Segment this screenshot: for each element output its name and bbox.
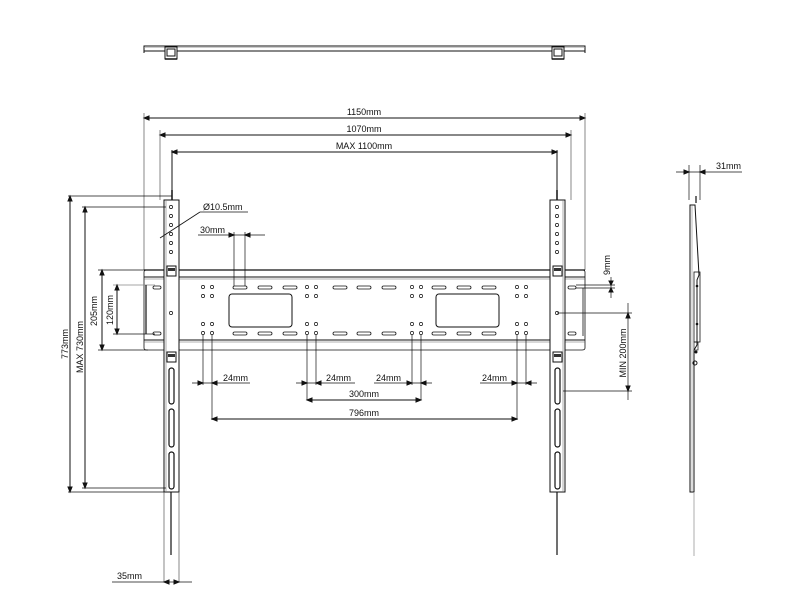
label-max-width: MAX 1100mm — [336, 141, 392, 151]
label-gap-right: 24mm — [482, 373, 507, 383]
label-vesa-vertical: 120mm — [105, 295, 115, 325]
dimension-max-height: MAX 730mm — [75, 205, 166, 490]
dimension-plate-height: 205mm — [89, 268, 148, 352]
dimension-top-offset: 9mm — [576, 255, 615, 298]
label-overall-width: 1150mm — [347, 107, 381, 117]
label-gap-left: 24mm — [223, 373, 248, 383]
top-view — [143, 45, 586, 60]
dimension-center-span: 300mm — [305, 389, 423, 403]
label-outer-span: 796mm — [349, 408, 379, 418]
dimension-total-height: 773mm — [60, 194, 172, 494]
side-view: 31mm — [676, 161, 742, 556]
right-mounting-arm — [549, 190, 566, 555]
dimension-gap-center-right: 24mm — [374, 373, 432, 386]
dimension-hole-diameter: Ø10.5mm — [159, 202, 248, 239]
label-arm-spacing: 1070mm — [346, 124, 381, 134]
dimension-gap-left: 24mm — [192, 373, 250, 386]
label-plate-height: 205mm — [89, 296, 99, 326]
label-center-span: 300mm — [349, 389, 379, 399]
left-mounting-arm — [163, 190, 180, 582]
wall-plate — [143, 269, 586, 351]
label-hole-diameter: Ø10.5mm — [203, 202, 243, 212]
hole-extension-lines — [202, 335, 527, 420]
dimension-outer-span: 796mm — [210, 408, 519, 422]
label-top-offset: 9mm — [602, 255, 612, 275]
dimension-arm-width: 35mm — [112, 571, 192, 585]
label-min-height: MIN 200mm — [618, 328, 628, 377]
dimension-min-height: MIN 200mm — [557, 288, 632, 400]
dimension-max-width: MAX 1100mm — [170, 141, 559, 196]
label-gap-center-left: 24mm — [326, 373, 351, 383]
label-total-height: 773mm — [60, 329, 70, 359]
label-depth: 31mm — [716, 161, 741, 171]
label-gap-center-right: 24mm — [376, 373, 401, 383]
dimension-vesa-vertical: 120mm — [105, 283, 155, 336]
label-max-height: MAX 730mm — [75, 321, 85, 373]
dimension-slot-width: 30mm — [198, 225, 265, 286]
dimension-arm-spacing: 1070mm — [158, 124, 573, 200]
label-arm-width: 35mm — [117, 571, 142, 581]
dimension-overall-width: 1150mm — [142, 107, 587, 270]
label-slot-width: 30mm — [200, 225, 225, 235]
dimension-gap-center-left: 24mm — [296, 373, 355, 386]
dimension-gap-right: 24mm — [480, 373, 537, 386]
